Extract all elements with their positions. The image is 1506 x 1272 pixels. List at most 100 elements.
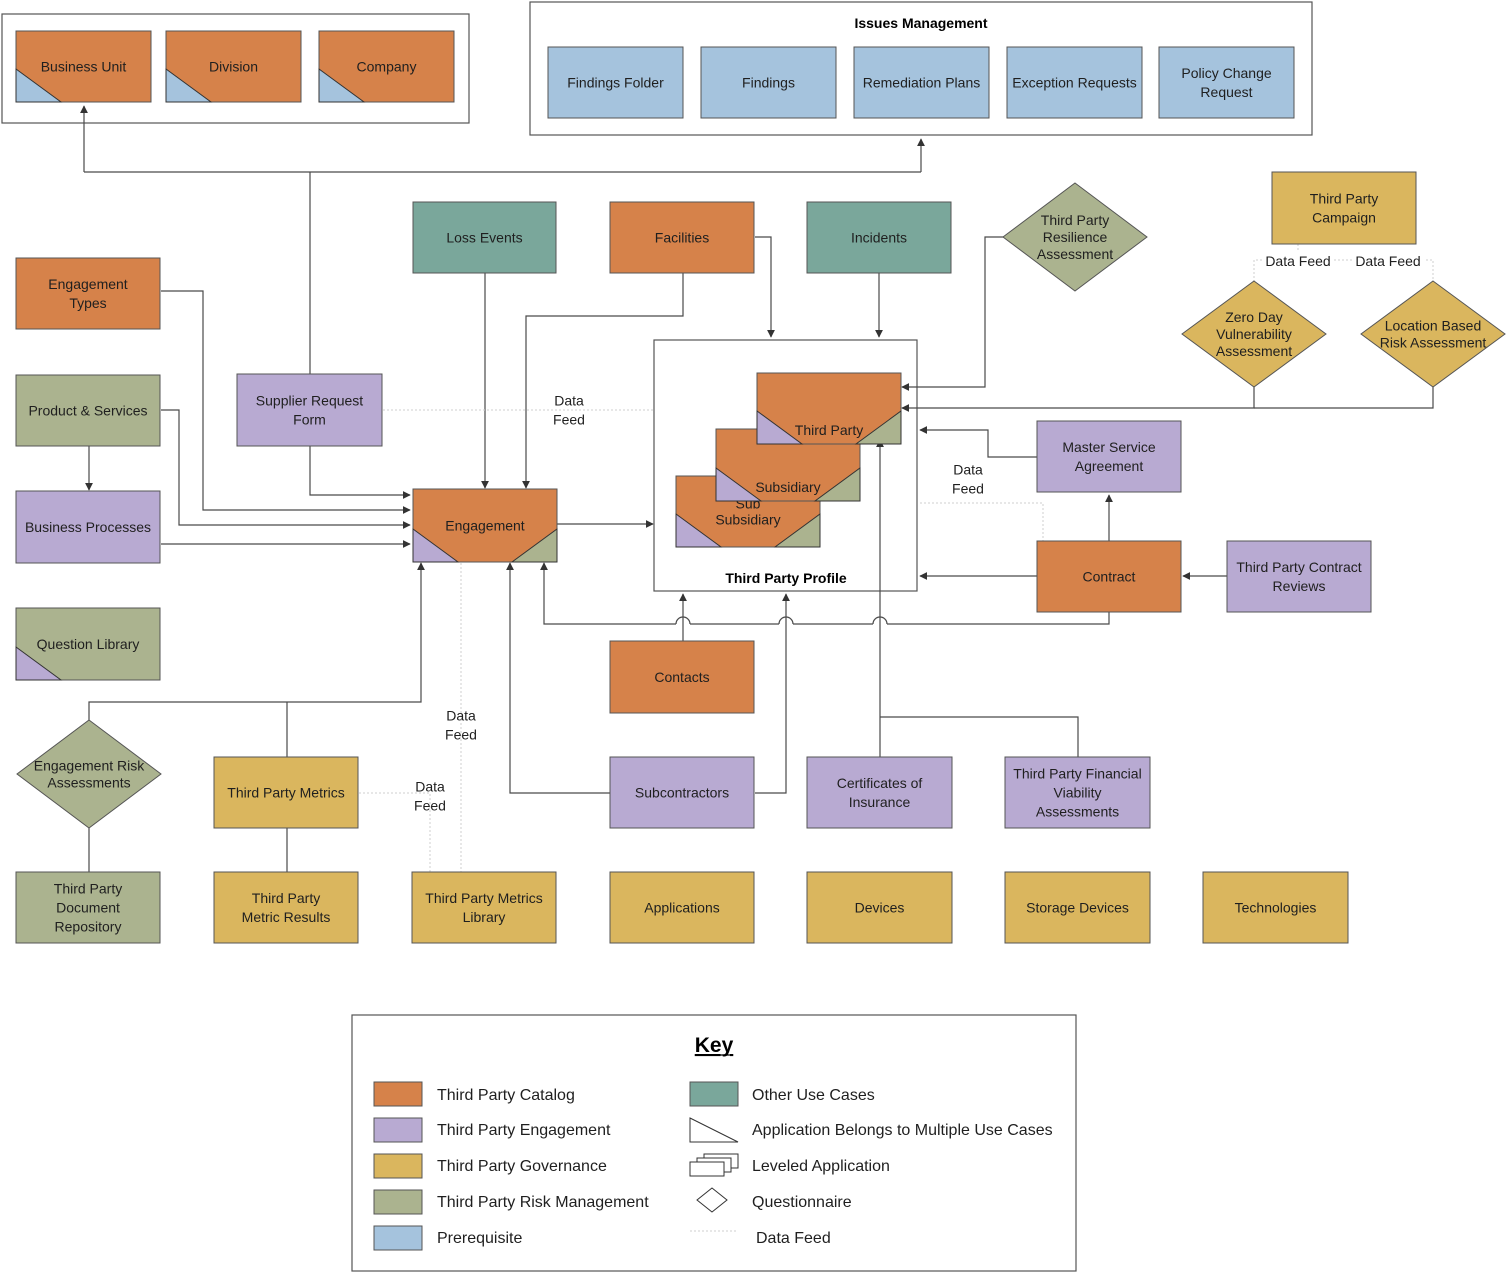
legend-label: Data Feed <box>756 1230 831 1247</box>
tp-metrics-node[interactable]: Third Party Metrics <box>213 756 359 829</box>
data-feed-label: Data Feed <box>1355 253 1420 269</box>
findings-label: Findings <box>742 75 795 91</box>
legend-label: Application Belongs to Multiple Use Case… <box>752 1122 1053 1139</box>
legend-label: Third Party Engagement <box>437 1122 611 1139</box>
legend-label: Other Use Cases <box>752 1087 875 1104</box>
findings-node[interactable]: Findings <box>700 46 837 119</box>
legend-swatch <box>373 1153 423 1179</box>
engagement-label: Engagement <box>445 518 525 534</box>
multi-use-case-corner-icon <box>15 646 63 681</box>
business-processes-node[interactable]: Business Processes <box>15 490 161 564</box>
nodes-layer: Business Unit Division Company Findings Fol… <box>15 30 1506 944</box>
remediation-plans-node[interactable]: Remediation Plans <box>853 46 990 119</box>
multi-use-case-corner-icon <box>715 467 763 502</box>
devices-node[interactable]: Devices <box>806 871 953 944</box>
business-unit-node[interactable]: Business Unit <box>15 30 152 103</box>
key-frame <box>351 1014 1077 1272</box>
legend-label: Leveled Application <box>752 1158 890 1175</box>
connector <box>755 593 790 794</box>
question-library-label: Question Library <box>37 636 140 652</box>
question-library-node[interactable]: Question Library <box>15 607 161 681</box>
legend-item-questionnaire: Questionnaire <box>696 1187 852 1213</box>
connector <box>88 562 425 720</box>
facilities-node[interactable]: Facilities <box>609 201 755 274</box>
technologies-node[interactable]: Technologies <box>1202 871 1349 944</box>
contacts-node[interactable]: Contacts <box>609 640 755 714</box>
connector <box>887 612 1110 625</box>
third-party-node[interactable]: Third Party <box>756 372 902 445</box>
storage-devices-node[interactable]: Storage Devices <box>1004 871 1151 944</box>
connector <box>919 426 1037 458</box>
company-label: Company <box>357 59 417 75</box>
legend-title: Key <box>695 1034 734 1057</box>
issues-management-title: Issues Management <box>854 15 987 31</box>
incidents-node[interactable]: Incidents <box>806 201 952 274</box>
applications-node[interactable]: Applications <box>609 871 755 944</box>
devices-label: Devices <box>855 900 905 916</box>
multi-use-case-corner-icon <box>854 410 902 445</box>
multi-use-case-corner-icon <box>165 68 213 103</box>
multi-use-case-corner-icon <box>15 68 63 103</box>
exception-requests-label: Exception Requests <box>1012 75 1137 91</box>
connector-lines <box>80 105 1434 872</box>
facilities-label: Facilities <box>655 230 709 246</box>
storage-devices-label: Storage Devices <box>1026 900 1129 916</box>
business-unit-label: Business Unit <box>41 59 127 75</box>
multi-use-case-corner-icon <box>318 68 366 103</box>
product-services-node[interactable]: Product & Services <box>15 374 161 447</box>
legend-swatch <box>373 1225 423 1251</box>
legend-item-data-feed: Data Feed <box>690 1230 831 1247</box>
legend-item-leveled: Leveled Application <box>689 1153 890 1177</box>
exception-requests-node[interactable]: Exception Requests <box>1006 46 1143 119</box>
findings-folder-node[interactable]: Findings Folder <box>547 46 684 119</box>
subcontractors-label: Subcontractors <box>635 785 729 801</box>
legend-item-prerequisite: Prerequisite <box>373 1225 522 1251</box>
connector <box>161 409 411 529</box>
multi-use-case-corner-icon <box>813 467 861 502</box>
connector <box>880 716 1079 757</box>
legend-label: Third Party Risk Management <box>437 1194 649 1211</box>
multi-use-case-corner-icon <box>773 513 821 548</box>
incidents-label: Incidents <box>851 230 907 246</box>
loss-events-node[interactable]: Loss Events <box>412 201 557 274</box>
subcontractors-node[interactable]: Subcontractors <box>609 756 755 829</box>
connector <box>161 290 411 514</box>
engagement-node[interactable]: Engagement <box>412 488 558 563</box>
legend-item-other: Other Use Cases <box>689 1081 875 1107</box>
multi-use-case-corner-icon <box>412 528 460 563</box>
connector <box>1254 386 1434 409</box>
division-label: Division <box>209 59 258 75</box>
company-node[interactable]: Company <box>318 30 455 103</box>
division-node[interactable]: Division <box>165 30 302 103</box>
contract-node[interactable]: Contract <box>1036 540 1182 613</box>
contract-label: Contract <box>1083 569 1136 585</box>
